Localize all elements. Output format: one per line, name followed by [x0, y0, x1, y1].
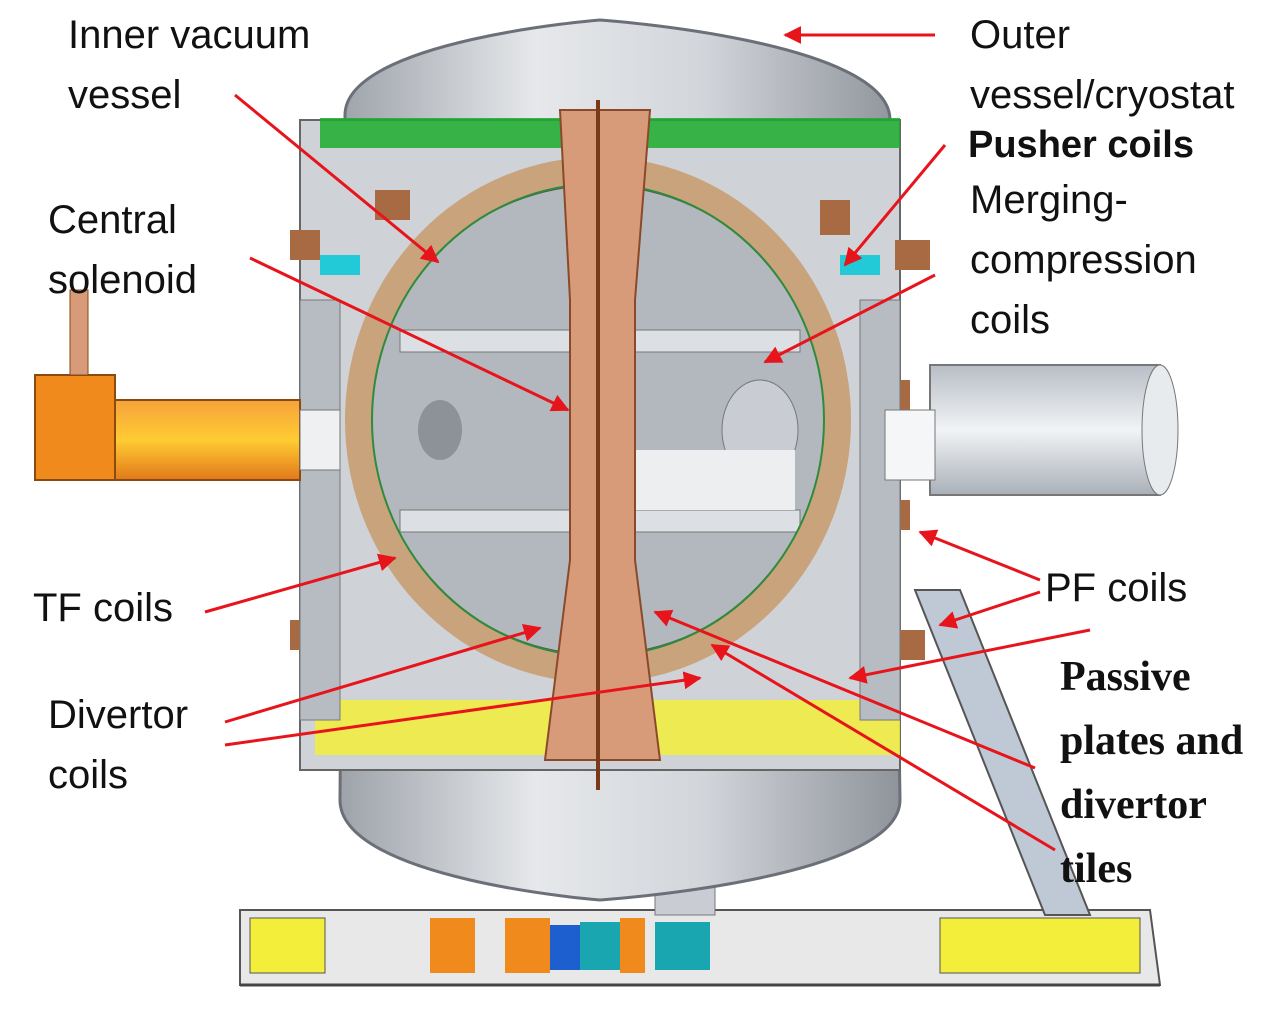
label-inner-vacuum-vessel: Inner vacuum vessel: [68, 5, 310, 125]
arrow-pf-1: [918, 529, 1041, 582]
label-line: solenoid: [48, 258, 198, 302]
label-line: Divertor: [48, 693, 189, 737]
arrow-tf: [204, 553, 397, 614]
interior-details: [399, 329, 801, 533]
label-line: vessel: [68, 73, 182, 117]
label-pusher-coils: Pusher coils: [968, 124, 1194, 166]
label-line: Outer: [970, 13, 1071, 57]
arrow-passive-1: [653, 609, 1036, 770]
label-line: tiles: [1060, 846, 1133, 892]
label-outer-vessel: Outer vessel/cryostat: [970, 5, 1235, 125]
arrow-pf-3: [848, 628, 1091, 684]
label-line: Merging-: [970, 178, 1128, 222]
arrow-inner-vessel: [234, 93, 440, 264]
left-port: [34, 289, 341, 481]
label-line: coils: [48, 753, 129, 797]
arrow-pusher: [843, 144, 947, 267]
label-central-solenoid: Central solenoid: [48, 190, 197, 310]
label-line: coils: [970, 298, 1051, 342]
label-line: divertor: [1060, 782, 1207, 828]
label-line: vessel/cryostat: [970, 73, 1235, 117]
label-line: plates and: [1060, 718, 1244, 764]
callout-arrows: [204, 26, 1091, 852]
arrow-pf-2: [938, 590, 1041, 629]
label-line: compression: [970, 238, 1197, 282]
arrow-divertor-2: [224, 671, 702, 747]
arrow-merging: [763, 273, 936, 364]
label-tf-coils: TF coils: [33, 586, 173, 630]
label-divertor-coils: Divertor coils: [48, 685, 188, 805]
arrow-passive-2: [710, 643, 1056, 852]
label-passive-plates: Passive plates and divertor tiles: [1060, 645, 1243, 901]
label-line: Inner vacuum: [68, 13, 311, 57]
right-port: [884, 364, 1179, 496]
base-platform: [239, 909, 1162, 987]
label-line: Passive: [1060, 654, 1191, 700]
label-line: Central: [48, 198, 177, 242]
support-leg: [913, 589, 1092, 916]
central-solenoid-shape: [543, 100, 662, 790]
label-pf-coils: PF coils: [1045, 566, 1188, 610]
arrow-divertor-1: [224, 624, 542, 724]
arrow-central: [249, 256, 570, 412]
label-merging-compression-coils: Merging- compression coils: [970, 170, 1197, 350]
